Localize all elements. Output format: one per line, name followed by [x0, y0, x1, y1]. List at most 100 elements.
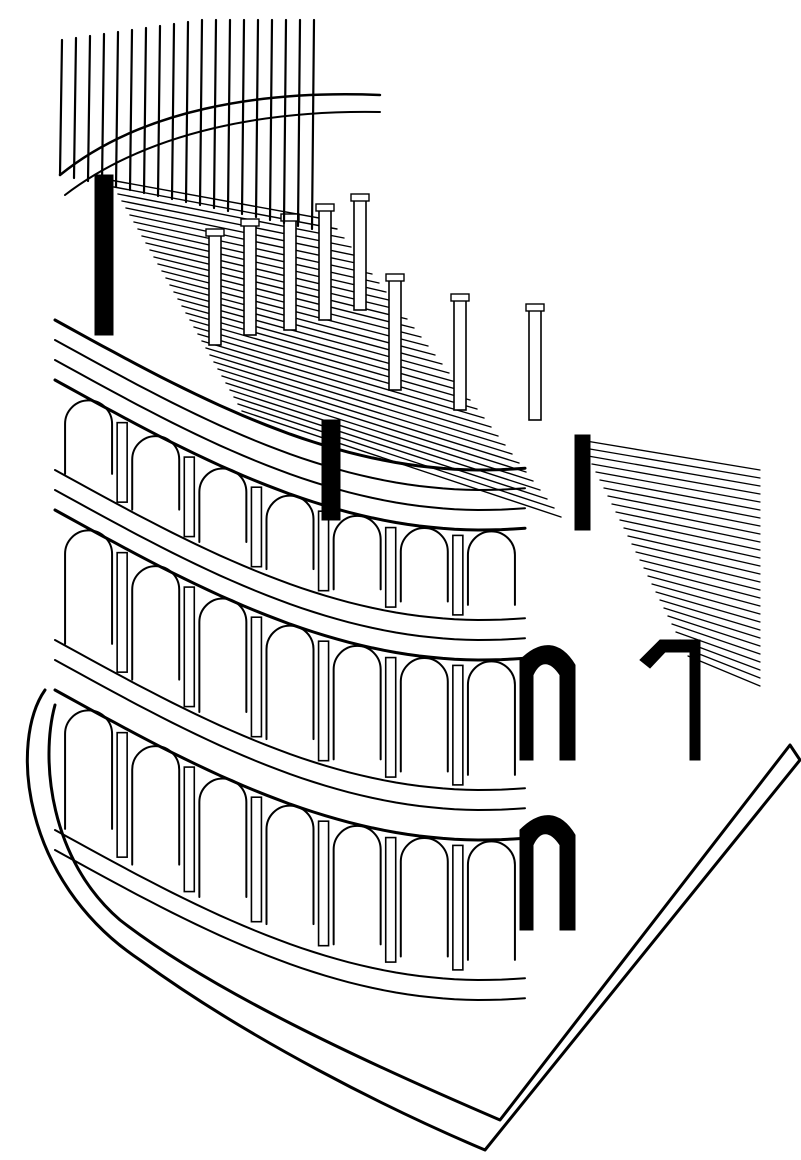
mast-pole	[282, 18, 288, 225]
column	[208, 234, 222, 346]
cornice-line	[54, 469, 526, 621]
pilaster	[250, 796, 263, 923]
outer-mast-poles	[58, 18, 382, 231]
seating-step	[185, 312, 464, 392]
mast-pole	[226, 18, 232, 213]
arch	[198, 777, 248, 898]
stair-step	[587, 455, 761, 487]
column-capital	[315, 203, 335, 212]
seating-step	[193, 326, 478, 410]
arch	[198, 597, 248, 713]
mast-pole	[296, 18, 302, 228]
arch	[131, 435, 181, 511]
arch	[399, 657, 449, 773]
column-capital	[240, 218, 260, 227]
column-capital	[450, 293, 470, 302]
cornice-line	[53, 688, 527, 842]
pilaster	[250, 616, 263, 738]
arch	[198, 467, 248, 543]
top-rim	[64, 110, 381, 196]
column	[453, 299, 467, 411]
arch	[466, 530, 516, 606]
pilaster	[384, 656, 397, 778]
cornice-line	[53, 378, 527, 532]
cornice-line	[54, 359, 526, 511]
pilaster	[183, 586, 196, 708]
arch	[466, 660, 516, 776]
cornice-line	[53, 508, 527, 662]
pilaster	[116, 731, 128, 858]
mast-pole	[310, 18, 316, 231]
cornice-line	[54, 829, 526, 981]
pilaster	[183, 456, 196, 538]
arch	[399, 837, 449, 958]
stair-step	[599, 479, 761, 511]
seating-step	[229, 389, 541, 491]
arch	[332, 824, 382, 946]
seating-step	[221, 375, 527, 473]
pilaster	[452, 844, 464, 971]
seating-step	[237, 403, 555, 509]
seating-step	[189, 319, 471, 401]
stair-step	[607, 495, 761, 527]
stair-step	[671, 623, 761, 655]
arch	[131, 745, 181, 866]
cornice-line	[53, 318, 527, 472]
seating-step	[201, 340, 492, 428]
pilaster	[317, 820, 330, 947]
seating-step	[213, 361, 513, 455]
seating-step	[113, 186, 338, 230]
seating-step	[197, 333, 485, 419]
seating-step	[205, 347, 499, 437]
stair-step	[583, 447, 761, 479]
stair-step	[667, 615, 761, 647]
arch	[64, 529, 114, 645]
column-capital	[525, 303, 545, 312]
pilaster	[116, 421, 128, 503]
stair-step	[591, 463, 761, 495]
cornice-line	[54, 849, 526, 1001]
stair-step	[619, 519, 761, 551]
cornice-line	[54, 659, 526, 811]
stair-step	[659, 599, 761, 631]
cornice-line	[54, 489, 526, 641]
stair-step	[639, 559, 761, 591]
arch	[466, 840, 516, 961]
pilaster	[250, 486, 263, 568]
arch	[332, 514, 382, 591]
pilaster	[317, 640, 330, 762]
arch	[265, 804, 315, 926]
section-wall	[94, 174, 114, 336]
stair-step	[623, 527, 761, 559]
stair-step	[643, 567, 761, 599]
section-wall	[639, 639, 701, 761]
seating-step	[241, 410, 562, 518]
mast-pole	[114, 30, 120, 189]
upper-arcade-tier	[53, 378, 527, 641]
section-wall	[519, 645, 576, 761]
pilaster	[384, 526, 397, 608]
column	[353, 199, 367, 311]
cavea-seating-steps	[109, 179, 761, 687]
column	[318, 209, 332, 321]
seating-step	[117, 193, 345, 239]
seating-step	[233, 396, 548, 500]
mast-pole	[268, 18, 274, 222]
section-wall	[321, 419, 341, 521]
pilaster	[317, 510, 330, 592]
stair-step	[615, 511, 761, 543]
arch	[265, 494, 315, 571]
arch	[64, 399, 114, 475]
stair-step	[579, 439, 761, 471]
arch	[265, 624, 315, 741]
stair-step	[603, 487, 761, 519]
column	[243, 224, 257, 336]
stair-step	[675, 631, 761, 663]
pilaster	[116, 551, 128, 673]
column-capital	[205, 228, 225, 237]
mast-pole	[100, 32, 106, 186]
seating-step	[121, 200, 352, 248]
arch	[332, 644, 382, 761]
mast-pole	[58, 38, 64, 177]
